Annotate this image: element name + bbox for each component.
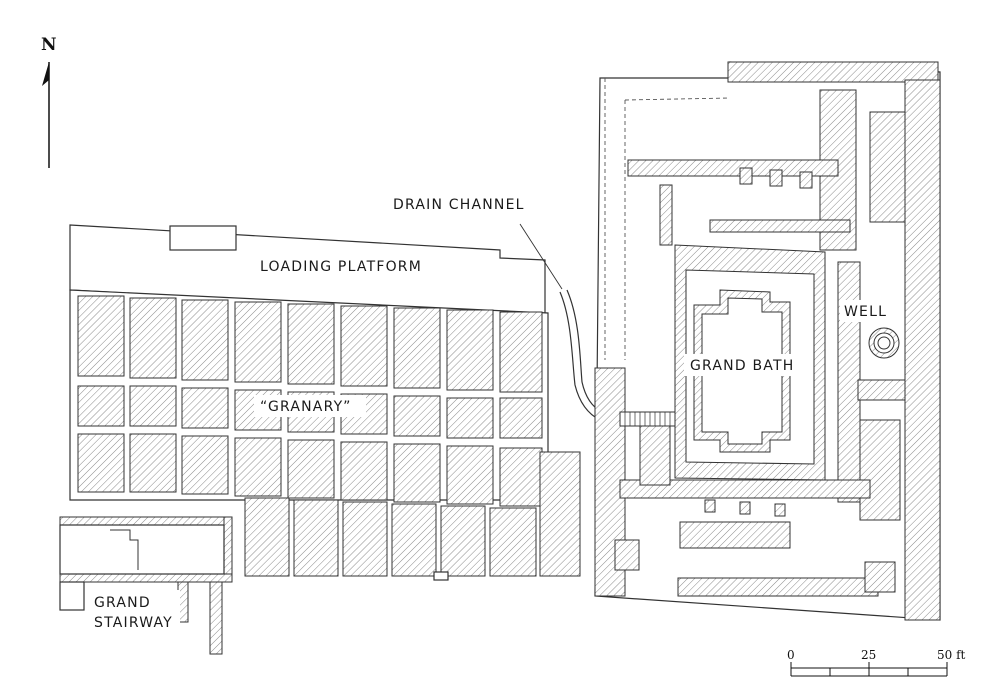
drain-leader-line: [519, 223, 563, 290]
bath-complex: [594, 61, 941, 621]
platform-notch: [169, 225, 237, 251]
well: [868, 327, 900, 359]
label-granary: “GRANARY”: [260, 399, 352, 415]
scale-tick-25: 25: [861, 648, 876, 662]
granary-east-block: [539, 451, 581, 577]
grand-stairway-structure: [59, 516, 233, 655]
grand-bath-label-bg: [684, 354, 802, 376]
labels: DRAIN CHANNEL LOADING PLATFORM “GRANARY”…: [88, 197, 896, 634]
stairway-label-bg: [88, 590, 180, 634]
north-label: N: [41, 35, 57, 55]
label-drain-channel: DRAIN CHANNEL: [393, 197, 525, 213]
scale-bar: 0 25 50 ft: [787, 648, 966, 677]
label-grand-stairway-line2: STAIRWAY: [94, 615, 173, 631]
label-grand-stairway-line1: GRAND: [94, 595, 151, 611]
granary-complex: [69, 224, 581, 581]
granary-blocks: [77, 295, 543, 507]
north-arrow: N: [41, 35, 57, 168]
label-loading-platform: LOADING PLATFORM: [260, 259, 422, 275]
north-arrow-head: [42, 62, 49, 86]
label-well: WELL: [844, 304, 887, 320]
scale-tick-50: 50 ft: [937, 648, 966, 662]
label-grand-bath: GRAND BATH: [690, 358, 794, 374]
granary-label-bg: [254, 395, 366, 417]
granary-south-blocks: [244, 497, 537, 577]
well-label-bg: [840, 300, 896, 322]
granary-steps: [433, 571, 449, 581]
scale-tick-0: 0: [787, 648, 795, 662]
drain-channel: [519, 223, 603, 421]
